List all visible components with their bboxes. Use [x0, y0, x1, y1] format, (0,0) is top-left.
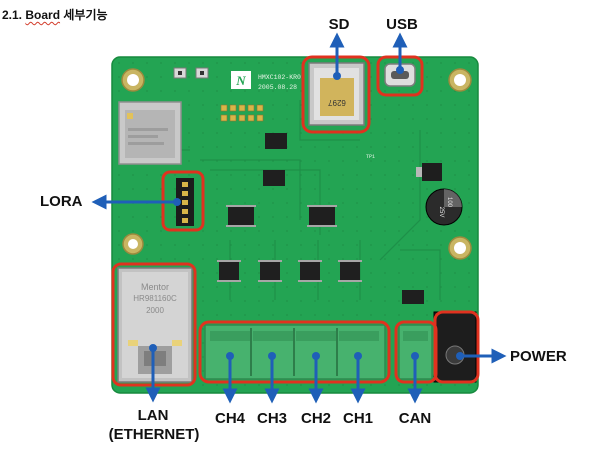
label-ethernet: (ETHERNET) [108, 426, 200, 443]
lora-header-pins [176, 178, 194, 226]
pcb-traces [150, 100, 441, 300]
section-suffix: 세부기능 [63, 8, 108, 22]
channels-highlight [198, 320, 391, 384]
ethernet-jack-model: HR981160C [133, 294, 177, 303]
mounting-hole-top-right [448, 68, 472, 92]
ic-pins [217, 205, 362, 282]
can-terminal-block [398, 324, 433, 380]
silkscreen-logo: N [231, 71, 251, 89]
header-pads [220, 104, 264, 122]
silkscreen-model: HMXC102-KR0 [258, 74, 301, 81]
ethernet-jack: Mentor HR981160C 2000 [117, 267, 193, 383]
callout-arrows [91, 32, 507, 404]
label-sd: SD [328, 16, 350, 33]
channel-terminal-block [204, 324, 386, 380]
mounting-hole-mid-left [122, 233, 144, 255]
tact-button-1 [173, 67, 187, 79]
svg-text:N: N [235, 73, 246, 88]
electrolytic-capacitor: 100 25V [425, 188, 463, 226]
label-ch1: CH1 [342, 410, 373, 427]
label-ch3: CH3 [256, 410, 287, 427]
voltage-regulator [416, 163, 442, 181]
tact-button-2 [195, 67, 209, 79]
section-number: 2.1. [2, 8, 23, 22]
lora-module [118, 101, 182, 165]
mounting-hole-mid-right [448, 236, 472, 260]
label-lan: LAN [137, 407, 169, 424]
label-can: CAN [398, 410, 432, 427]
silkscreen-test-point: TP1 [366, 154, 375, 160]
power-highlight [433, 310, 480, 384]
label-ch2: CH2 [300, 410, 331, 427]
section-title: 2.1. Board 세부기능 [2, 6, 108, 23]
section-word: Board [25, 8, 61, 22]
silkscreen-date: 2005.08.28 [258, 84, 297, 91]
power-jack [433, 311, 477, 383]
label-ch4: CH4 [214, 410, 245, 427]
ic-chips [219, 133, 424, 304]
capacitor-print-1: 100 [446, 197, 452, 208]
mounting-hole-top-left [121, 68, 145, 92]
label-lora: LORA [40, 193, 83, 210]
ethernet-jack-year: 2000 [146, 306, 164, 315]
capacitor-print-2: 25V [438, 207, 444, 218]
pcb-board [111, 56, 479, 394]
label-usb: USB [386, 16, 418, 33]
label-power: POWER [510, 348, 567, 365]
ethernet-jack-brand: Mentor [141, 282, 169, 292]
arrow-anchor-dots [149, 66, 464, 360]
sd-card-print: 6297 [328, 98, 346, 107]
